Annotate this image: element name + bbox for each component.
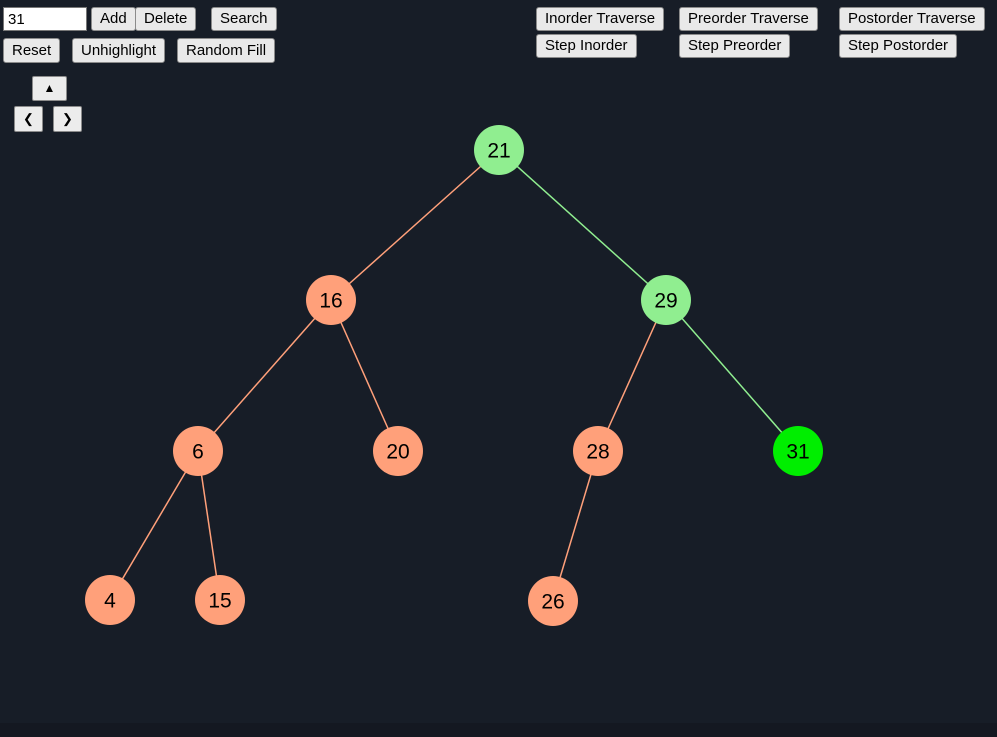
node-circle — [85, 575, 135, 625]
node-circle — [474, 125, 524, 175]
tree-node-29: 29 — [641, 275, 691, 325]
chevron-right-icon: ❯ — [62, 111, 73, 126]
node-value-label: 31 — [786, 440, 809, 463]
tree-edge-21-16 — [330, 149, 500, 301]
node-value-label: 15 — [208, 589, 231, 612]
node-value-label: 4 — [104, 589, 116, 612]
node-circle — [573, 426, 623, 476]
node-circle — [306, 275, 356, 325]
tree-node-4: 4 — [85, 575, 135, 625]
node-value-label: 26 — [541, 590, 564, 613]
preorder-traverse-button[interactable]: Preorder Traverse — [679, 7, 818, 31]
node-circle — [195, 575, 245, 625]
node-circle — [173, 426, 223, 476]
node-value-label: 6 — [192, 440, 204, 463]
tree-node-16: 16 — [306, 275, 356, 325]
step-postorder-button[interactable]: Step Postorder — [839, 34, 958, 58]
pan-right-button[interactable]: ❯ — [53, 106, 82, 132]
node-value-label: 20 — [386, 440, 409, 463]
node-value-label: 16 — [319, 289, 342, 312]
add-button[interactable]: Add — [91, 7, 136, 31]
tree-edge-21-29 — [498, 149, 667, 301]
node-circle — [373, 426, 423, 476]
reset-button[interactable]: Reset — [3, 38, 61, 63]
tree-edge-16-20 — [330, 299, 399, 452]
node-circle — [773, 426, 823, 476]
node-value-label: 21 — [487, 139, 510, 162]
chevron-left-icon: ❮ — [23, 111, 34, 126]
footer-strip — [0, 723, 997, 737]
tree-edge-28-26 — [552, 450, 599, 602]
tree-node-15: 15 — [195, 575, 245, 625]
tree-edge-16-6 — [197, 299, 332, 452]
node-circle — [528, 576, 578, 626]
unhighlight-button[interactable]: Unhighlight — [72, 38, 166, 63]
tree-node-26: 26 — [528, 576, 578, 626]
tree-edge-6-15 — [197, 450, 221, 601]
delete-button[interactable]: Delete — [135, 7, 197, 31]
node-circle — [641, 275, 691, 325]
pan-up-button[interactable]: ▲ — [32, 76, 67, 101]
search-button[interactable]: Search — [211, 7, 277, 31]
tree-edge-29-28 — [597, 299, 667, 452]
tree-edge-29-31 — [665, 299, 799, 452]
tree-node-20: 20 — [373, 426, 423, 476]
tree-node-28: 28 — [573, 426, 623, 476]
tree-edge-6-4 — [109, 450, 199, 601]
step-preorder-button[interactable]: Step Preorder — [679, 34, 791, 58]
postorder-traverse-button[interactable]: Postorder Traverse — [839, 7, 985, 31]
inorder-traverse-button[interactable]: Inorder Traverse — [536, 7, 665, 31]
node-value-label: 28 — [586, 440, 609, 463]
up-arrow-icon: ▲ — [43, 81, 56, 95]
value-input[interactable] — [3, 7, 87, 31]
pan-left-button[interactable]: ❮ — [14, 106, 43, 132]
tree-node-6: 6 — [173, 426, 223, 476]
tree-node-31: 31 — [773, 426, 823, 476]
random-fill-button[interactable]: Random Fill — [177, 38, 276, 63]
node-value-label: 29 — [654, 289, 677, 312]
tree-node-21: 21 — [474, 125, 524, 175]
step-inorder-button[interactable]: Step Inorder — [536, 34, 637, 58]
